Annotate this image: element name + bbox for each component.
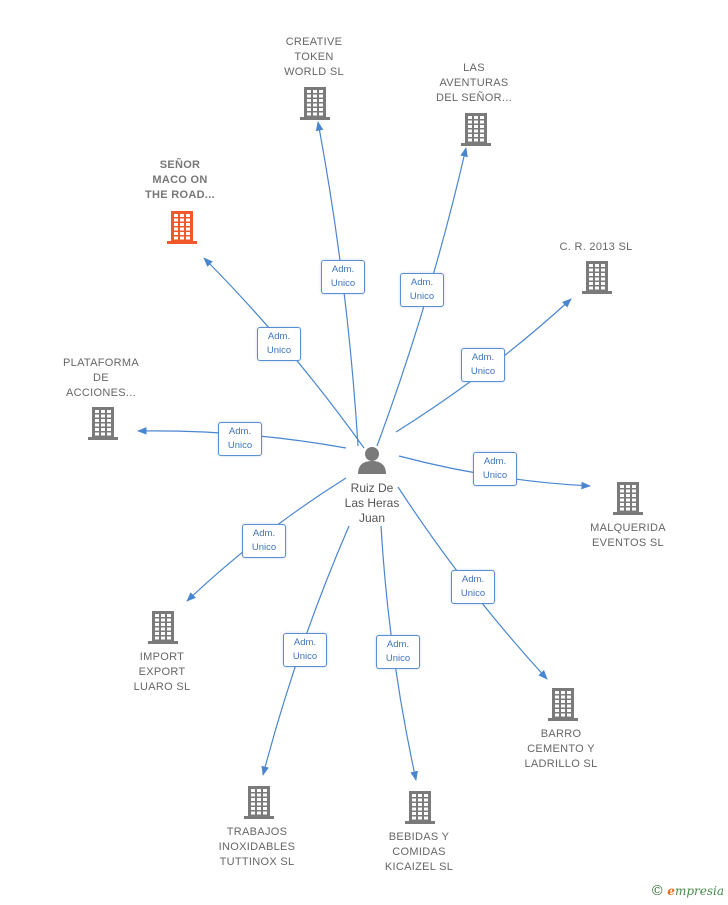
building-icon: [405, 791, 435, 824]
edge-role-badge[interactable]: Adm.Unico: [218, 422, 262, 456]
building-icon: [300, 87, 330, 120]
building-icon: [548, 688, 578, 721]
edge-role-badge[interactable]: Adm.Unico: [321, 260, 365, 294]
building-icon: [244, 786, 274, 819]
edge-role-badge[interactable]: Adm.Unico: [400, 273, 444, 307]
building-icon: [88, 407, 118, 440]
copyright-symbol: ©: [650, 883, 665, 899]
edge-role-badge[interactable]: Adm.Unico: [376, 635, 420, 669]
building-icon: [148, 611, 178, 644]
building-icon: [461, 113, 491, 146]
edge-role-badge[interactable]: Adm.Unico: [461, 348, 505, 382]
edge-role-badge[interactable]: Adm.Unico: [451, 570, 495, 604]
building-icon: [582, 261, 612, 294]
edge-role-badge[interactable]: Adm.Unico: [257, 327, 301, 361]
building-icon: [613, 482, 643, 515]
icons-layer: [88, 87, 643, 824]
person-icon: [358, 447, 386, 474]
brand-logo: ©empresia: [650, 883, 724, 899]
node-label-cr-2013[interactable]: C. R. 2013 SL: [559, 241, 633, 253]
building-icon: [167, 211, 197, 244]
edge-role-badge[interactable]: Adm.Unico: [283, 633, 327, 667]
edge-role-badge[interactable]: Adm.Unico: [242, 524, 286, 558]
edge-role-badge[interactable]: Adm.Unico: [473, 452, 517, 486]
